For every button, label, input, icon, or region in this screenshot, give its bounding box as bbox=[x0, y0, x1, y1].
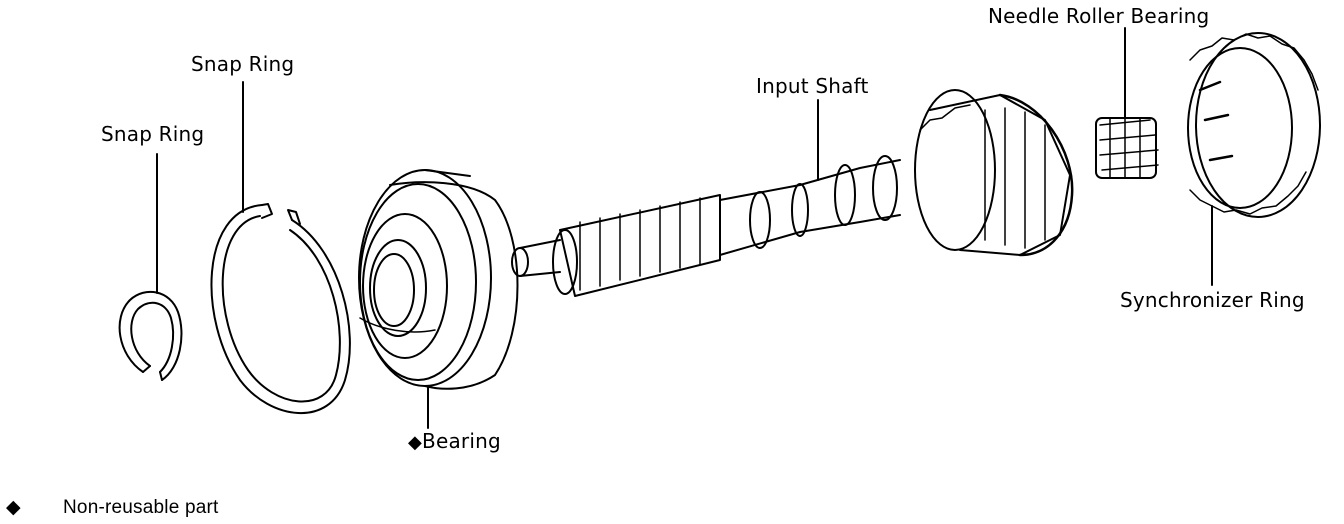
large-snap-ring-drawing bbox=[210, 81, 351, 415]
bearing-drawing bbox=[358, 169, 519, 429]
legend-diamond-icon: ◆ bbox=[6, 497, 21, 518]
small-snap-ring-drawing bbox=[118, 153, 183, 381]
synchronizer-ring-label: Synchronizer Ring bbox=[1120, 288, 1305, 312]
synchronizer-ring-drawing bbox=[1187, 32, 1321, 286]
non-reusable-marker-icon: ◆ bbox=[408, 432, 423, 453]
needle-roller-bearing-drawing bbox=[1095, 27, 1159, 179]
input-shaft-label: Input Shaft bbox=[756, 74, 869, 98]
snap-ring-small-label: Snap Ring bbox=[101, 122, 205, 146]
bearing-label-text: Bearing bbox=[422, 429, 501, 453]
input-shaft-drawing bbox=[511, 89, 1074, 297]
snap-ring-large-label: Snap Ring bbox=[191, 52, 295, 76]
needle-roller-bearing-label: Needle Roller Bearing bbox=[988, 4, 1210, 28]
bearing-label: ◆Bearing bbox=[408, 431, 501, 452]
legend-text: Non-reusable part bbox=[63, 497, 219, 518]
